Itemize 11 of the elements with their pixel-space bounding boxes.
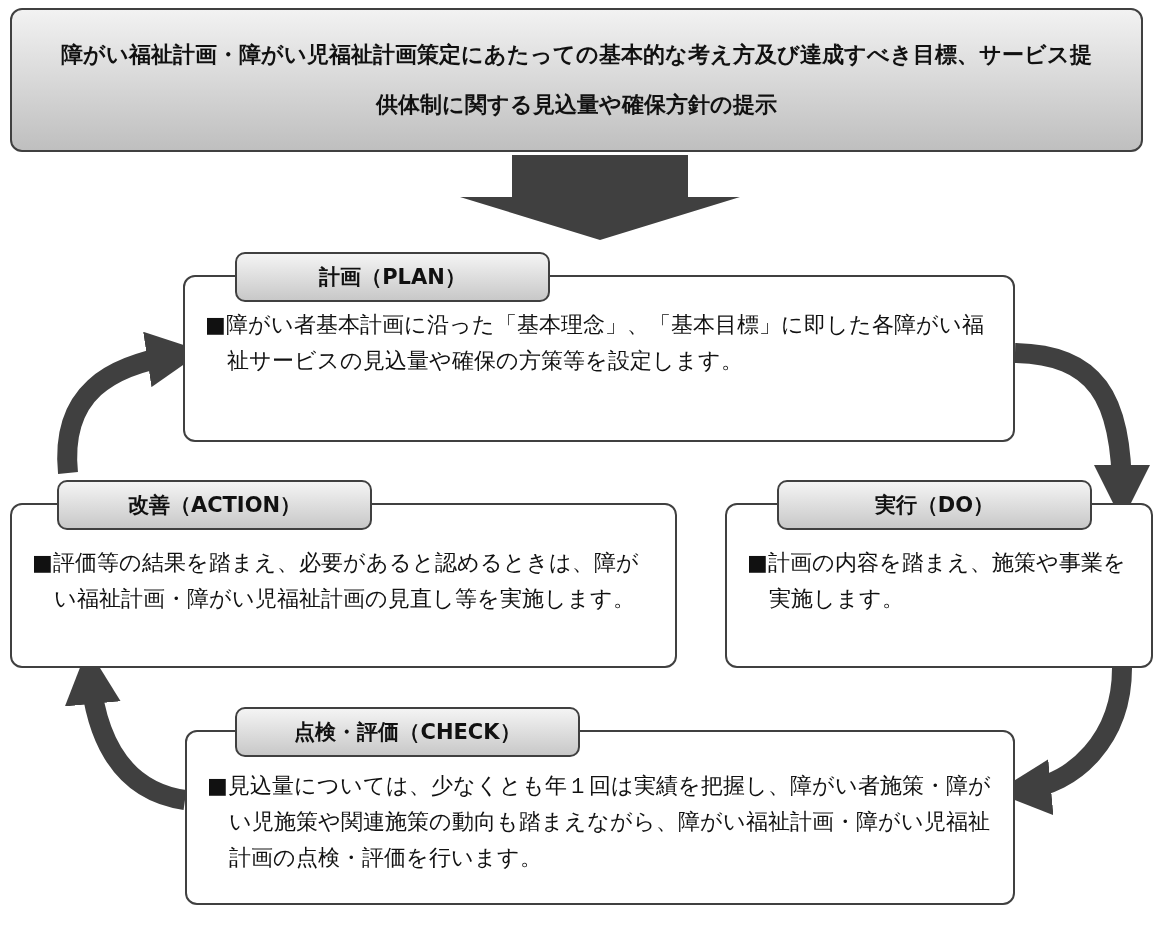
stage-tab: 計画（PLAN） <box>235 252 550 302</box>
description-text: ■評価等の結果を踏まえ、必要があると認めるときは、障がい福祉計画・障がい児福祉計画の見直し等を実施します。 <box>32 549 640 613</box>
stage-tab: 改善（ACTION） <box>57 480 372 530</box>
heading-text: 障がい福祉計画・障がい児福祉計画策定にあたっての基本的な考え方及び達成すべき目標、サービス提供体制に関する見込量や確保方針の提示 <box>60 41 1093 119</box>
description-text: ■計画の内容を踏まえ、施策や事業を実施します。 <box>747 549 1127 613</box>
description-text: ■障がい者基本計画に沿った「基本理念」、「基本目標」に即した各障がい福祉サービスの見込量や確保の方策等を設定します。 <box>205 311 985 375</box>
heading-box <box>10 8 1143 152</box>
stage-tab: 実行（DO） <box>777 480 1092 530</box>
stage-tab: 点検・評価（CHECK） <box>235 707 580 757</box>
block-arrow <box>460 155 740 240</box>
description-text: ■見込量については、少なくとも年１回は実績を把握し、障がい者施策・障がい児施策や関連施策の動向も踏まえながら、障がい福祉計画・障がい児福祉計画の点検・評価を行います。 <box>207 772 992 872</box>
